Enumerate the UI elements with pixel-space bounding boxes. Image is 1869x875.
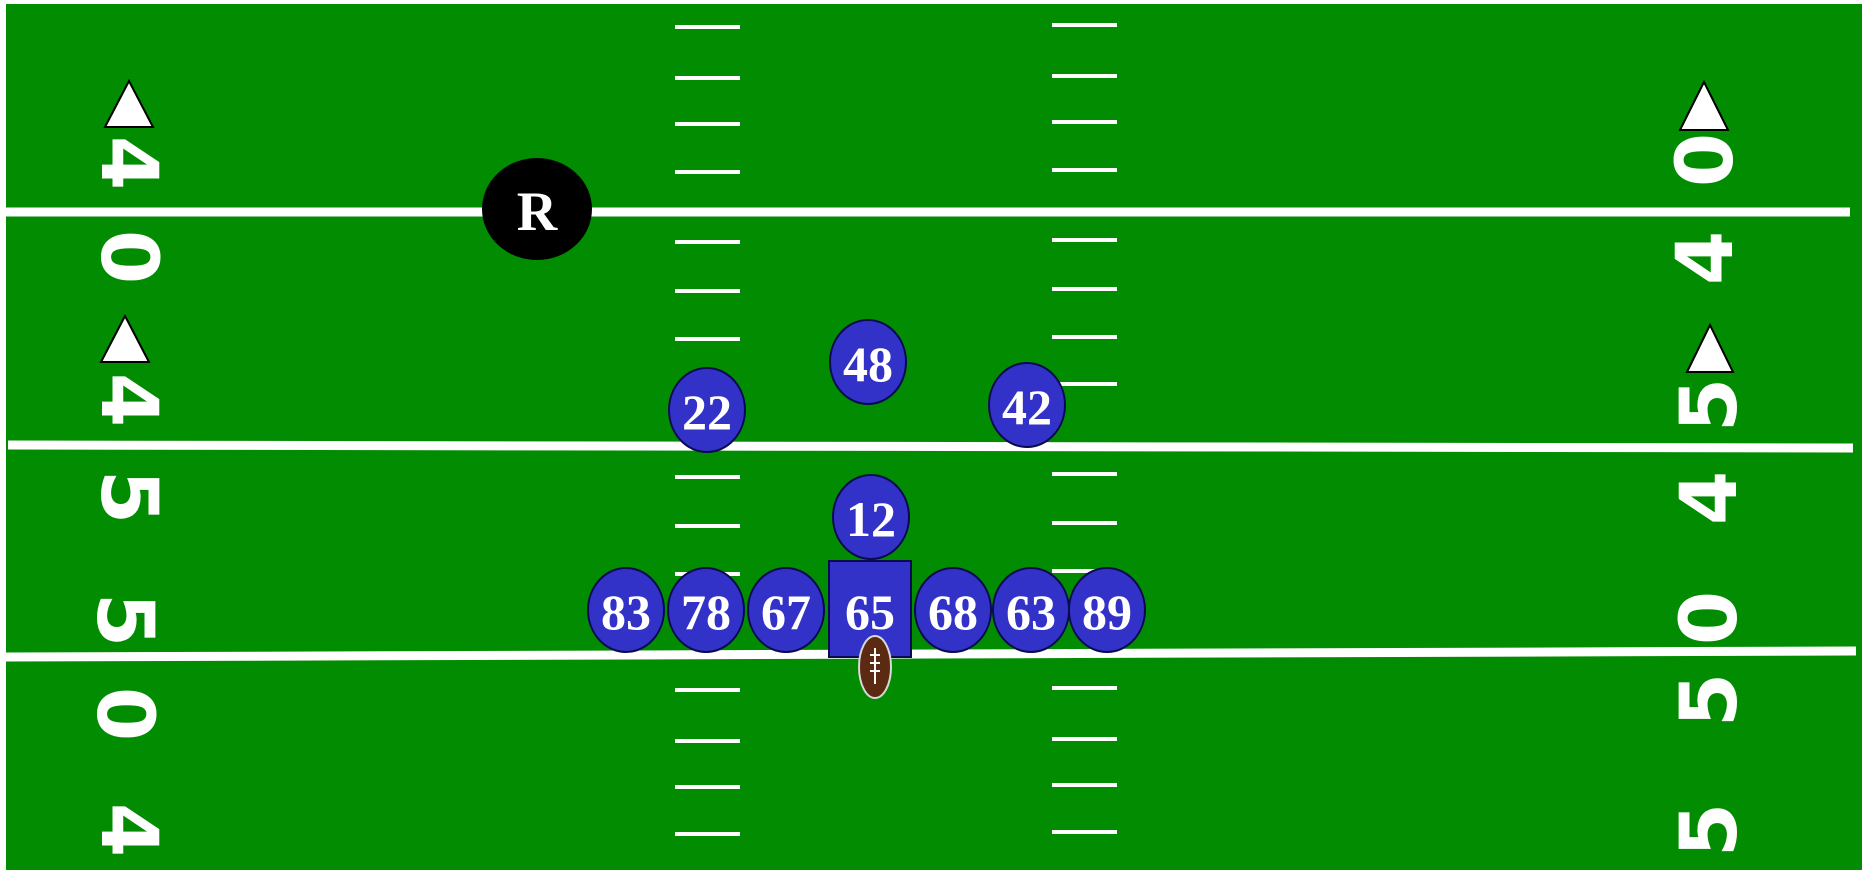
player-number: 65	[845, 584, 895, 640]
right-yard-number: 0	[1661, 133, 1751, 187]
left-yard-number: 4	[83, 803, 173, 857]
left-yard-number: 4	[83, 136, 173, 190]
referee-label: R	[517, 181, 558, 243]
left-yard-number: 0	[83, 230, 173, 284]
player-number: 68	[928, 584, 978, 640]
quarterback: 12	[833, 475, 909, 559]
right-yard-number: 5	[1665, 378, 1755, 432]
referee: R	[482, 158, 592, 260]
field-turf	[6, 4, 1862, 870]
player-number: 48	[843, 336, 893, 392]
left-yard-number: 5	[83, 470, 173, 524]
player-number: 42	[1002, 379, 1052, 435]
right-yard-number: 5	[1665, 803, 1755, 857]
player-number: 89	[1082, 584, 1132, 640]
player-number: 78	[681, 584, 731, 640]
player-number: 12	[846, 491, 896, 547]
yard-line-50	[6, 651, 1856, 657]
player-number: 83	[601, 584, 651, 640]
right-yard-number: 5	[1665, 673, 1755, 727]
player-number: 63	[1006, 584, 1056, 640]
right-yard-number: 4	[1661, 231, 1751, 285]
player-number: 67	[761, 584, 811, 640]
left-yard-number: 0	[79, 687, 169, 741]
right-yard-number: 4	[1665, 471, 1755, 525]
football-icon	[859, 636, 891, 698]
left-yard-number: 4	[83, 373, 173, 427]
yard-line-45	[8, 445, 1853, 448]
left-yard-number: 5	[79, 593, 169, 647]
right-yard-number: 0	[1665, 591, 1755, 645]
player-number: 22	[682, 384, 732, 440]
